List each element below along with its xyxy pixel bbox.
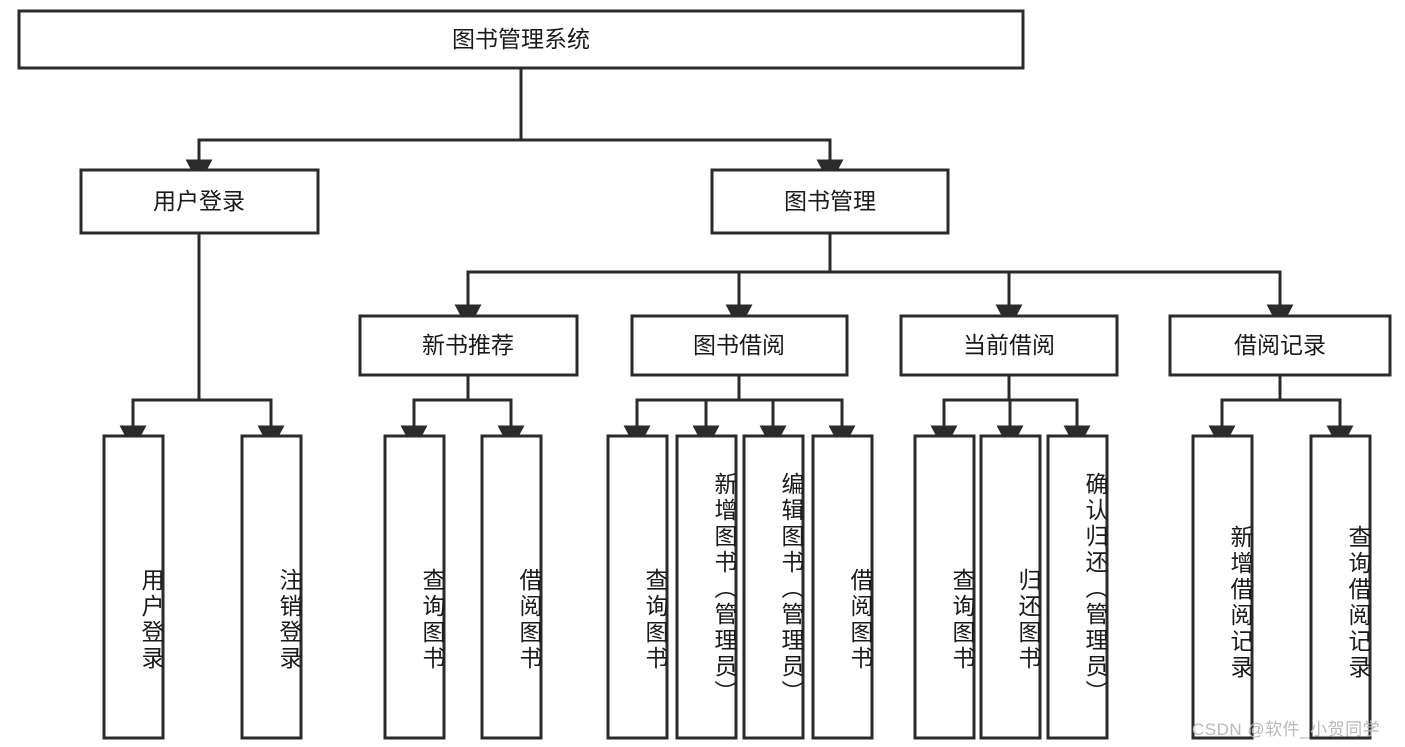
connectors-new-book-to-leaves: [400, 373, 525, 451]
node-current-borrow[interactable]: 当前借阅: [899, 314, 1119, 377]
book-management-label: 图书管理: [784, 188, 876, 214]
leaf-box-book-borrow-1[interactable]: [675, 434, 738, 740]
leaf-boxes-borrow-record: [1191, 434, 1372, 740]
leaf-box-new-book-0[interactable]: [383, 434, 446, 740]
leaf-boxes-new-book-recommend: [383, 434, 543, 740]
node-new-book-recommend[interactable]: 新书推荐: [358, 314, 579, 377]
book-management-box[interactable]: [710, 168, 950, 235]
node-root-book-management-system[interactable]: 图书管理系统: [17, 9, 1025, 70]
borrow-record-label: 借阅记录: [1234, 332, 1326, 358]
node-user-login[interactable]: 用户登录: [79, 168, 320, 235]
current-borrow-box[interactable]: [899, 314, 1119, 377]
connectors-user-login-to-leaves: [119, 231, 285, 451]
leaf-box-user-login-0[interactable]: [102, 434, 165, 740]
connectors-borrow-record-to-leaves: [1208, 373, 1354, 451]
user-login-label: 用户登录: [153, 188, 245, 214]
leaf-boxes-user-login: [102, 434, 303, 740]
leaf-box-borrow-record-0[interactable]: [1191, 434, 1254, 740]
root-label: 图书管理系统: [452, 26, 590, 52]
node-book-borrow[interactable]: 图书借阅: [630, 314, 849, 377]
leaf-boxes-book-borrow: [606, 434, 874, 740]
leaf-box-current-borrow-0[interactable]: [913, 434, 976, 740]
current-borrow-label: 当前借阅: [963, 332, 1055, 358]
connectors-book-management-to-level3: [454, 231, 1294, 330]
borrow-record-box[interactable]: [1168, 314, 1392, 377]
csdn-watermark: CSDN @软件_小贺同学: [1192, 720, 1381, 739]
leaf-boxes-current-borrow: [913, 434, 1109, 740]
new-book-recommend-box[interactable]: [358, 314, 579, 377]
leaf-box-new-book-1[interactable]: [480, 434, 543, 740]
node-borrow-record[interactable]: 借阅记录: [1168, 314, 1392, 377]
connectors-book-borrow-to-leaves: [623, 373, 856, 451]
book-borrow-box[interactable]: [630, 314, 849, 377]
root-box[interactable]: [17, 9, 1025, 70]
leaf-box-book-borrow-3[interactable]: [811, 434, 874, 740]
leaf-box-current-borrow-2[interactable]: [1046, 434, 1109, 740]
book-borrow-label: 图书借阅: [693, 332, 785, 358]
connectors-root-to-level2: [185, 66, 844, 185]
leaf-box-borrow-record-1[interactable]: [1309, 434, 1372, 740]
new-book-recommend-label: 新书推荐: [422, 332, 514, 358]
user-login-box[interactable]: [79, 168, 320, 235]
leaf-box-book-borrow-0[interactable]: [606, 434, 669, 740]
leaf-box-user-login-1[interactable]: [240, 434, 303, 740]
connectors-current-borrow-to-leaves: [930, 373, 1091, 451]
node-book-management[interactable]: 图书管理: [710, 168, 950, 235]
leaf-box-book-borrow-2[interactable]: [742, 434, 805, 740]
leaf-box-current-borrow-1[interactable]: [979, 434, 1042, 740]
